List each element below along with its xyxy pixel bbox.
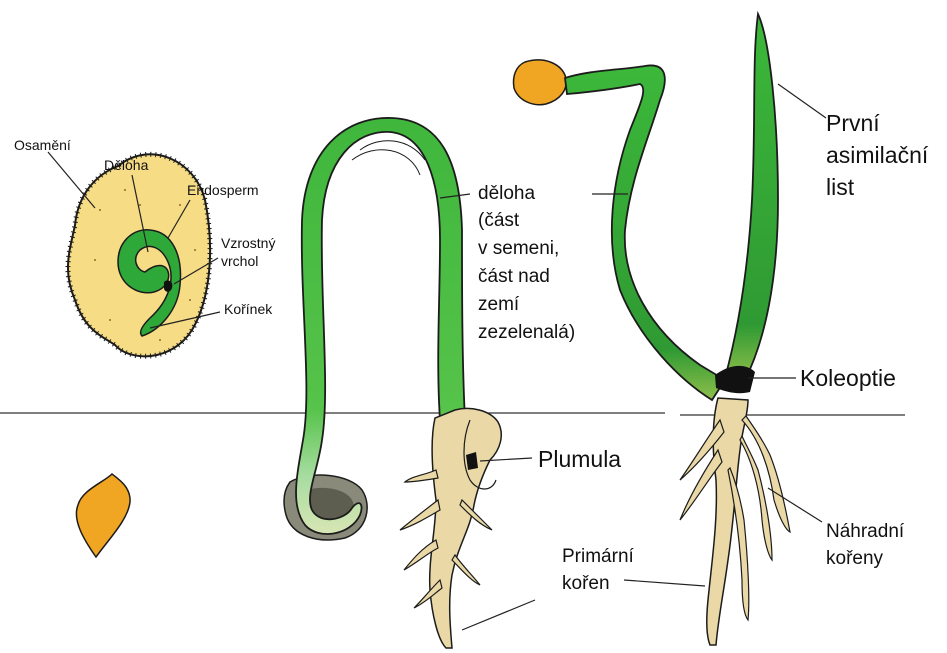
label-deloha-line-4: část nad (478, 266, 550, 287)
leader-primarni-right (624, 580, 705, 586)
label-koleoptie: Koleoptie (800, 365, 896, 391)
label-deloha-line-6: zezelenalá) (478, 322, 575, 343)
label-prvni-1: První (826, 110, 880, 136)
label-primarni-2: kořen (562, 573, 610, 594)
leader-osameni (48, 152, 95, 208)
label-deloha-seed: Děloha (104, 157, 149, 173)
seed-at-tip (513, 60, 566, 105)
label-nahradni-1: Náhradní (826, 521, 905, 542)
label-deloha-line-3: v semeni, (478, 238, 559, 259)
first-leaf (725, 14, 778, 380)
leader-primarni (462, 600, 535, 630)
right-cotyledon-stalk (565, 65, 725, 400)
label-prvni-3: list (826, 174, 855, 200)
label-vzrostny-1: Vzrostný (221, 235, 275, 251)
label-deloha-line-5: zemí (478, 294, 520, 315)
label-vzrostny-2: vrchol (221, 253, 258, 269)
leader-prvni (778, 84, 826, 118)
label-endosperm: Endosperm (187, 182, 259, 198)
coleoptile (715, 366, 755, 393)
label-korinek: Kořínek (224, 301, 273, 317)
middle-seedling (284, 118, 501, 648)
label-deloha-line-2: (část (478, 210, 520, 231)
plumula-mark (466, 452, 478, 470)
label-deloha-line-1: děloha (478, 183, 535, 204)
label-primarni-1: Primární (562, 546, 635, 567)
label-prvni-2: asimilační (826, 142, 929, 168)
small-seed (76, 474, 130, 557)
label-osameni: Osamění (14, 137, 71, 153)
label-nahradni-2: kořeny (826, 548, 884, 569)
label-plumula: Plumula (538, 446, 621, 472)
